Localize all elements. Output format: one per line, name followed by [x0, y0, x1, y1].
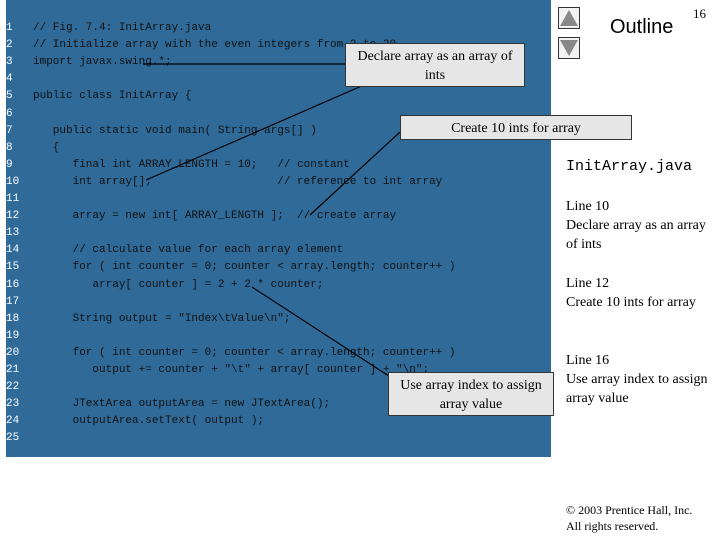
code-line: outputArea.setText( output );	[33, 415, 265, 428]
copyright-text: © 2003 Prentice Hall, Inc.	[566, 503, 693, 517]
previous-slide-button[interactable]	[558, 7, 580, 29]
line-number: 16	[6, 278, 20, 291]
triangle-up-icon	[560, 10, 578, 26]
code-line: for ( int counter = 0; counter < array.l…	[33, 261, 456, 274]
callout-use-index-text: Use array index to assign array value	[400, 378, 542, 412]
triangle-down-icon	[560, 40, 578, 56]
line-number: 15	[6, 261, 20, 274]
code-line: JTextArea outputArea = new JTextArea();	[33, 398, 331, 411]
line-number: 10	[6, 175, 20, 188]
code-line: // calculate value for each array elemen…	[33, 244, 344, 257]
rights-text: All rights reserved.	[566, 519, 659, 533]
code-line: int array[]; // reference to int array	[33, 175, 443, 188]
arrow-declare-array	[145, 77, 381, 181]
line-number: 9	[6, 158, 13, 171]
line-number: 17	[6, 295, 20, 308]
code-line: // Fig. 7.4: InitArray.java	[33, 22, 212, 34]
line-number: 22	[6, 381, 20, 394]
line-number: 21	[6, 364, 20, 376]
sidebar-note-text: Declare array as an array of ints	[566, 218, 706, 252]
code-line: String output = "Index\tValue\n";	[33, 312, 291, 325]
sidebar-filename: InitArray.java	[566, 158, 693, 175]
sidebar-note-1: Line 10 Declare array as an array of int…	[566, 197, 716, 254]
next-slide-button[interactable]	[558, 37, 580, 59]
line-number: 20	[6, 346, 20, 359]
line-number: 25	[6, 432, 20, 445]
sidebar-note-line: Line 12	[566, 276, 610, 291]
code-line: array = new int[ ARRAY_LENGTH ]; // crea…	[33, 210, 397, 223]
callout-use-index: Use array index to assign array value	[388, 372, 554, 416]
line-number: 12	[6, 210, 20, 223]
sidebar-note-text: Create 10 ints for array	[566, 295, 696, 310]
sidebar-note-2: Line 12 Create 10 ints for array	[566, 274, 716, 312]
line-number: 2	[6, 39, 13, 52]
sidebar-note-3: Line 16 Use array index to assign array …	[566, 351, 716, 408]
line-number: 11	[6, 193, 20, 205]
code-line: final int ARRAY_LENGTH = 10; // constant	[33, 158, 350, 171]
line-number: 19	[6, 329, 20, 342]
line-number: 23	[6, 398, 20, 411]
line-number: 13	[6, 227, 20, 240]
code-line: import javax.swing.*;	[33, 56, 172, 69]
code-line: for ( int counter = 0; counter < array.l…	[33, 346, 456, 359]
arrow-create	[309, 131, 401, 216]
sidebar-note-text: Use array index to assign array value	[566, 372, 708, 406]
line-number: 1	[6, 22, 13, 34]
code-line: public static void main( String args[] )	[33, 124, 317, 137]
outline-title: Outline	[610, 16, 674, 38]
sidebar-note-line: Line 16	[566, 353, 610, 368]
callout-declare-array: Declare array as an array of ints	[345, 43, 525, 87]
callout-create-text: Create 10 ints for array	[451, 121, 581, 136]
code-line: array[ counter ] = 2 + 2 * counter;	[33, 278, 324, 291]
callout-declare-text: Declare array as an array of ints	[357, 49, 513, 83]
copyright-footer: © 2003 Prentice Hall, Inc. All rights re…	[566, 502, 692, 534]
code-line: output += counter + "\t" + array[ counte…	[33, 364, 430, 376]
sidebar-note-line: Line 10	[566, 199, 610, 214]
line-number: 14	[6, 244, 20, 257]
code-line: // Initialize array with the even intege…	[33, 39, 403, 52]
line-number: 5	[6, 90, 13, 103]
arrow-use-index	[251, 286, 396, 381]
code-line: public class InitArray {	[33, 90, 192, 103]
code-line: {	[33, 141, 60, 154]
line-number: 6	[6, 107, 13, 120]
line-number: 18	[6, 312, 20, 325]
line-number: 7	[6, 124, 13, 137]
callout-create-ints: Create 10 ints for array	[400, 115, 632, 140]
line-number: 8	[6, 141, 13, 154]
line-number: 3	[6, 56, 13, 69]
slide-number: 16	[693, 6, 706, 21]
line-number: 24	[6, 415, 20, 428]
line-number: 4	[6, 73, 13, 86]
